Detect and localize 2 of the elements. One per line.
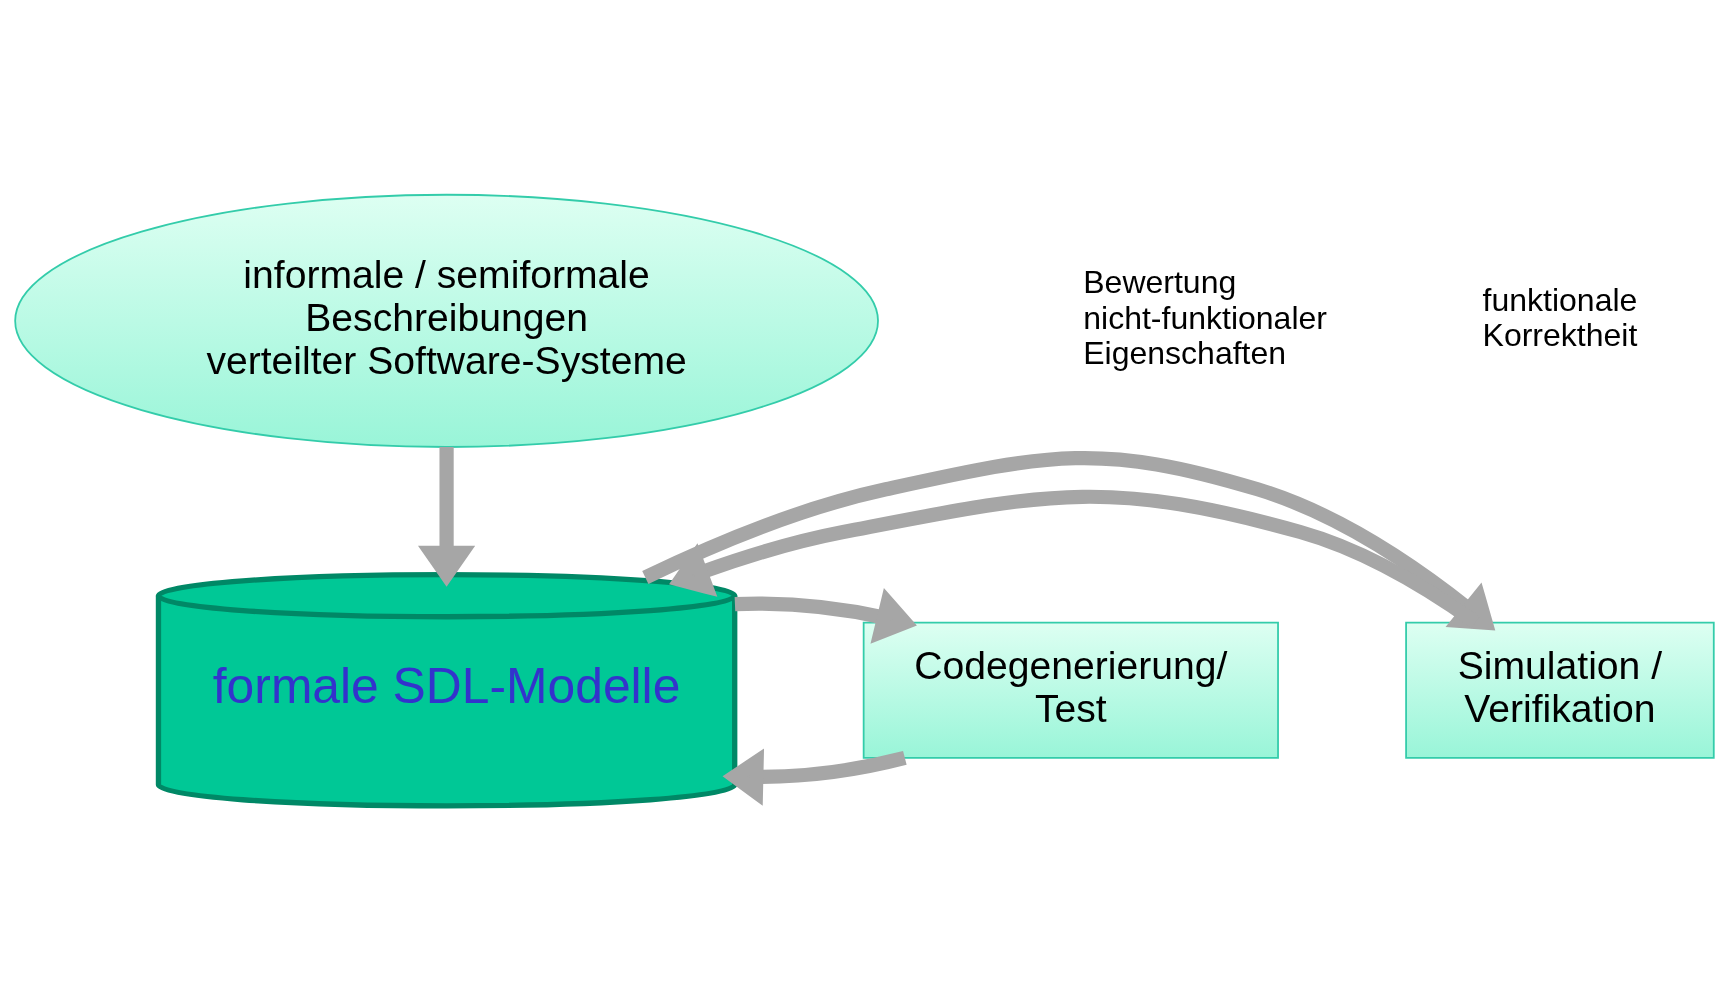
label: funktionale Korrektheit <box>1482 281 1638 353</box>
label: Bewertung nicht-funktionaler Eigenschaften <box>1083 263 1327 371</box>
